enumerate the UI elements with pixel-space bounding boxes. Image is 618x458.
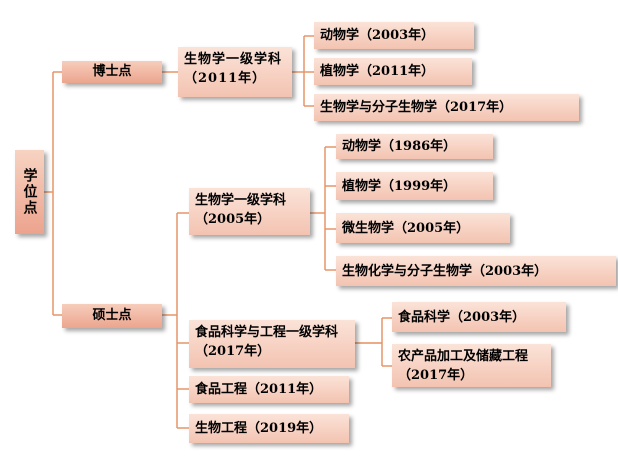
- leaf-label: 动物学（2003年）: [320, 28, 435, 43]
- leaf-label: 动物学（1986年）: [342, 139, 457, 154]
- doctoral-leaf-molecular-biology: 生物学与分子生物学（2017年）: [314, 94, 579, 121]
- masters-leaf-food-science: 食品科学（2003年）: [392, 302, 566, 332]
- masters-label: 硕士点: [92, 308, 132, 323]
- masters-leaf-biochemistry: 生物化学与分子生物学（2003年）: [336, 256, 616, 286]
- masters-bio-engineering-node: 生物工程（2019年）: [189, 414, 349, 443]
- bio-engineering-label: 生物工程（2019年）: [195, 421, 323, 436]
- doctoral-node: 博士点: [62, 61, 162, 83]
- leaf-label: 微生物学（2005年）: [342, 220, 470, 236]
- masters-leaf-microbiology: 微生物学（2005年）: [336, 213, 510, 243]
- masters-food-engineering-node: 食品工程（2011年）: [189, 376, 349, 403]
- doctoral-label: 博士点: [92, 64, 132, 79]
- doctoral-discipline-label: 生物学一级学科（2011年）: [184, 52, 283, 86]
- root-label: 学位点: [21, 168, 38, 216]
- leaf-label: 生物化学与分子生物学（2003年）: [342, 263, 548, 279]
- masters-node: 硕士点: [62, 304, 162, 328]
- masters-leaf-botany: 植物学（1999年）: [336, 172, 493, 200]
- masters-biology-label: 生物学一级学科（2005年）: [195, 193, 287, 227]
- masters-biology-node: 生物学一级学科（2005年）: [189, 188, 310, 235]
- leaf-label: 植物学（2011年）: [320, 64, 435, 79]
- leaf-label: 食品科学（2003年）: [398, 309, 526, 325]
- leaf-label: 农产品加工及储藏工程（2017年）: [398, 349, 529, 383]
- masters-food-science-node: 食品科学与工程一级学科（2017年）: [189, 320, 355, 368]
- food-engineering-label: 食品工程（2011年）: [195, 382, 323, 397]
- masters-food-science-label: 食品科学与工程一级学科（2017年）: [195, 325, 339, 359]
- leaf-label: 生物学与分子生物学（2017年）: [320, 100, 513, 115]
- doctoral-leaf-zoology: 动物学（2003年）: [314, 22, 474, 49]
- masters-leaf-zoology: 动物学（1986年）: [336, 134, 493, 159]
- leaf-label: 植物学（1999年）: [342, 178, 457, 194]
- root-node: 学位点: [15, 150, 44, 234]
- doctoral-leaf-botany: 植物学（2011年）: [314, 58, 472, 85]
- masters-leaf-agri-processing: 农产品加工及储藏工程（2017年）: [392, 344, 551, 387]
- doctoral-discipline-node: 生物学一级学科（2011年）: [178, 47, 292, 97]
